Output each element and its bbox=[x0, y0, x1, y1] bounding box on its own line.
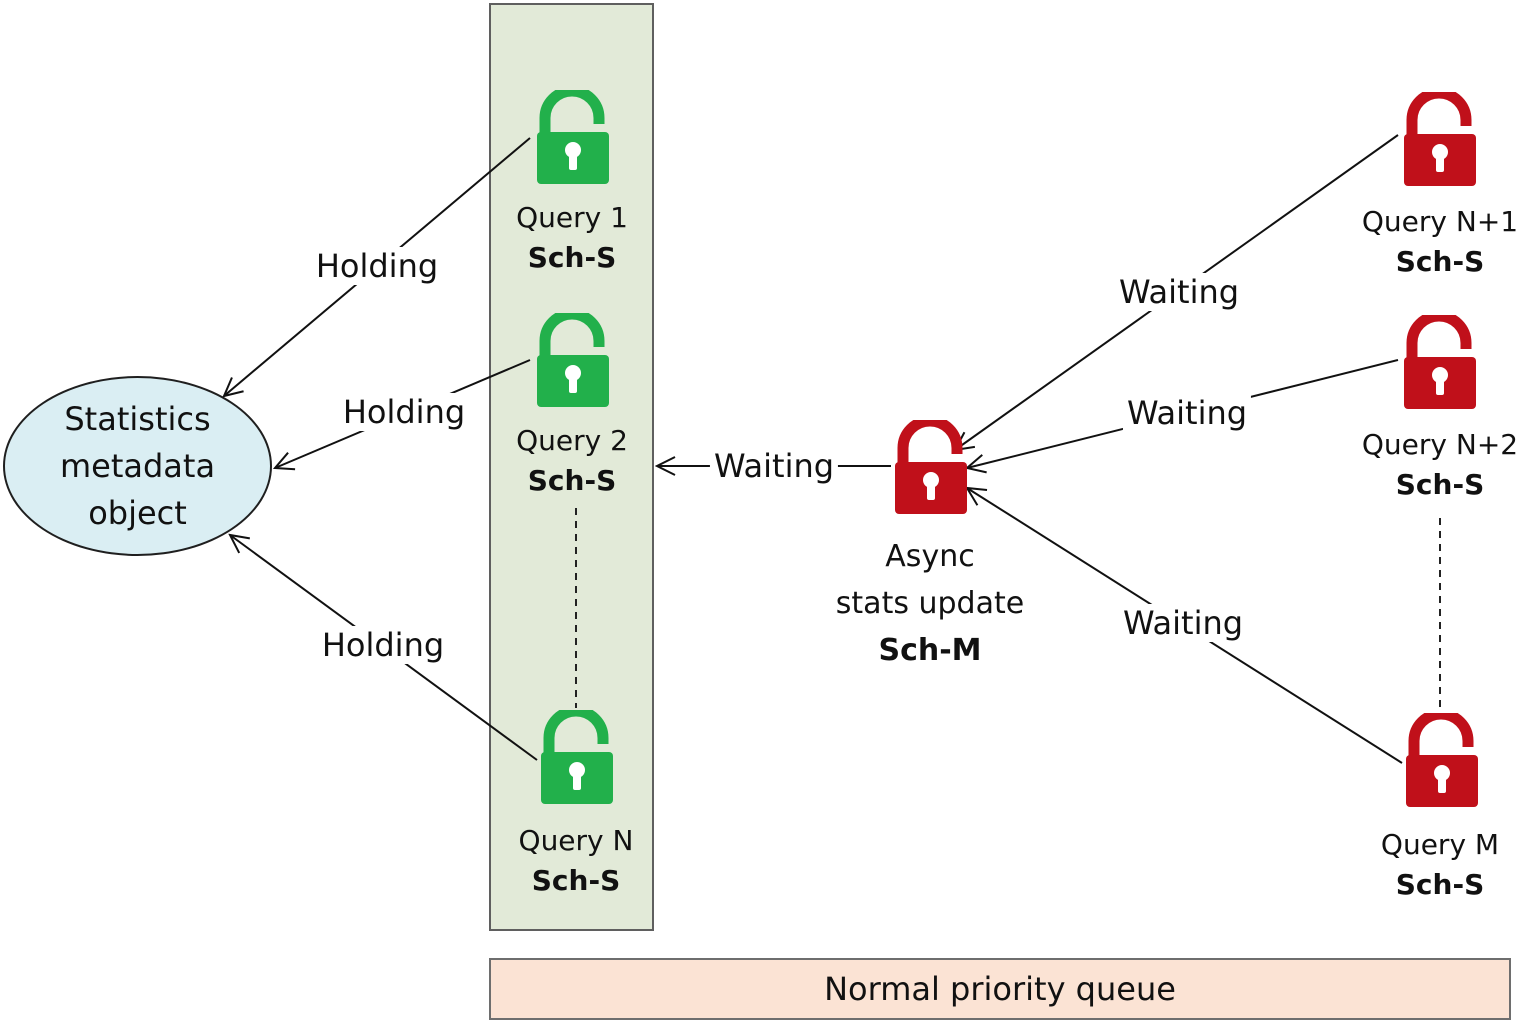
unlocked-padlock-icon bbox=[1404, 315, 1476, 409]
lock-mode: Sch-S bbox=[1395, 868, 1485, 901]
unlocked-padlock-icon bbox=[895, 420, 967, 514]
query-2-label: Query 2 Sch-S bbox=[516, 421, 628, 501]
lock-mode: Sch-S bbox=[1395, 468, 1485, 501]
waiting-label-m: Waiting bbox=[1118, 604, 1248, 642]
holding-label-q1: Holding bbox=[311, 247, 443, 285]
waiting-label-n1: Waiting bbox=[1114, 273, 1244, 311]
async-line2: stats update bbox=[835, 586, 1025, 621]
waiting-label-n2: Waiting bbox=[1122, 394, 1252, 432]
waiting-label-async: Waiting bbox=[709, 447, 839, 485]
unlocked-padlock-icon bbox=[1404, 92, 1476, 186]
async-stats-update-label: Async stats update Sch-M bbox=[836, 533, 1024, 674]
query-m-label: Query M Sch-S bbox=[1381, 825, 1499, 905]
query-name: Query N+2 bbox=[1361, 428, 1519, 461]
lock-mode: Sch-S bbox=[1395, 245, 1485, 278]
stats-object-line2: metadata bbox=[59, 446, 216, 485]
query-name: Query M bbox=[1380, 828, 1500, 861]
lock-mode: Sch-S bbox=[527, 464, 617, 497]
stats-object-line3: object bbox=[88, 493, 187, 532]
query-n-label: Query N Sch-S bbox=[519, 821, 634, 901]
lock-mode: Sch-S bbox=[527, 241, 617, 274]
query-1-label: Query 1 Sch-S bbox=[516, 198, 628, 278]
lock-mode: Sch-S bbox=[531, 864, 621, 897]
holding-label-q2: Holding bbox=[338, 393, 470, 431]
holding-label-qn: Holding bbox=[317, 626, 449, 664]
query-name: Query 1 bbox=[516, 201, 628, 234]
query-name: Query N+1 bbox=[1361, 205, 1519, 238]
stats-object-line1: Statistics bbox=[64, 399, 211, 438]
unlocked-padlock-icon bbox=[537, 313, 609, 407]
query-n1-label: Query N+1 Sch-S bbox=[1362, 202, 1518, 282]
lock-mode: Sch-M bbox=[878, 633, 982, 668]
async-line1: Async bbox=[885, 539, 975, 574]
query-n2-label: Query N+2 Sch-S bbox=[1362, 425, 1518, 505]
normal-priority-queue: Normal priority queue bbox=[489, 958, 1511, 1020]
unlocked-padlock-icon bbox=[1406, 713, 1478, 807]
statistics-metadata-object: Statistics metadata object bbox=[3, 376, 272, 556]
unlocked-padlock-icon bbox=[537, 90, 609, 184]
query-name: Query N bbox=[518, 824, 634, 857]
query-name: Query 2 bbox=[516, 424, 628, 457]
queue-label: Normal priority queue bbox=[824, 970, 1176, 1008]
unlocked-padlock-icon bbox=[541, 710, 613, 804]
